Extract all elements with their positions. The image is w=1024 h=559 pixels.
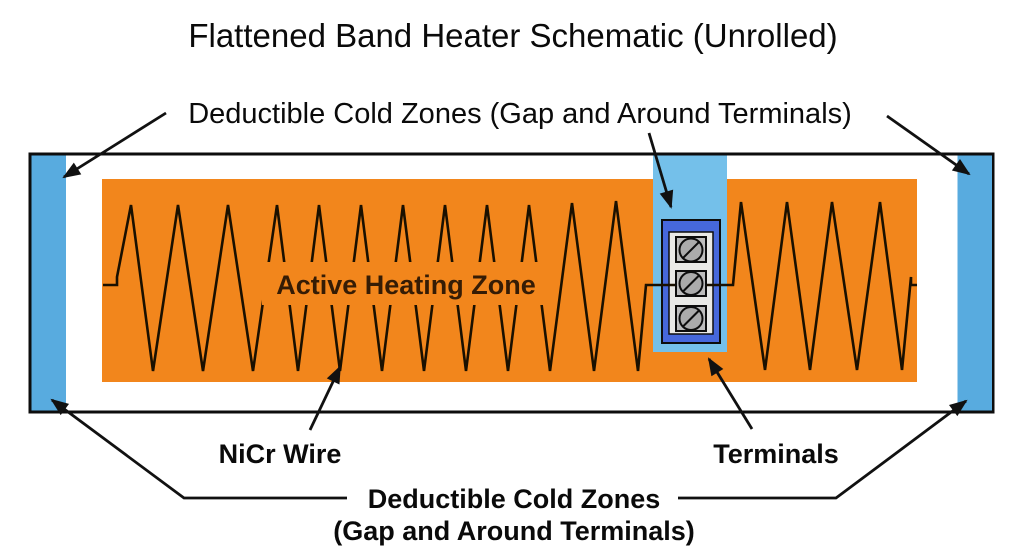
arrow-bottom-label-to-right-cold-zone [678,399,968,500]
cold-zone-right-strip [957,155,992,411]
active-heating-zone-label: Active Heating Zone [276,270,536,300]
page-title: Flattened Band Heater Schematic (Unrolle… [188,17,837,54]
cold-zone-left-strip [31,155,66,411]
nicr-wire-label: NiCr Wire [219,439,342,469]
arrow-nicr-wire [308,365,342,431]
arrow-top-label-to-left-cold-zone [62,111,167,179]
arrow-top-label-to-terminal-gap [647,132,674,209]
cold-zones-bottom-label-line2: (Gap and Around Terminals) [333,516,695,546]
terminal-screw-top [675,236,707,263]
cold-zones-bottom-label-line1: Deductible Cold Zones [368,484,661,514]
screw-slot [682,274,700,293]
terminal-screw-bottom [675,305,707,332]
cold-zones-top-label: Deductible Cold Zones (Gap and Around Te… [188,98,852,130]
terminals-label: Terminals [713,439,839,469]
screw-slot [682,309,700,328]
terminal-screw-middle [675,270,707,297]
arrow-terminals [707,357,754,430]
arrow-bottom-label-to-left-cold-zone [50,398,347,500]
arrow-top-label-to-right-cold-zone [886,114,971,176]
screw-slot [682,241,700,259]
active-zone-label-backdrop [262,262,546,305]
